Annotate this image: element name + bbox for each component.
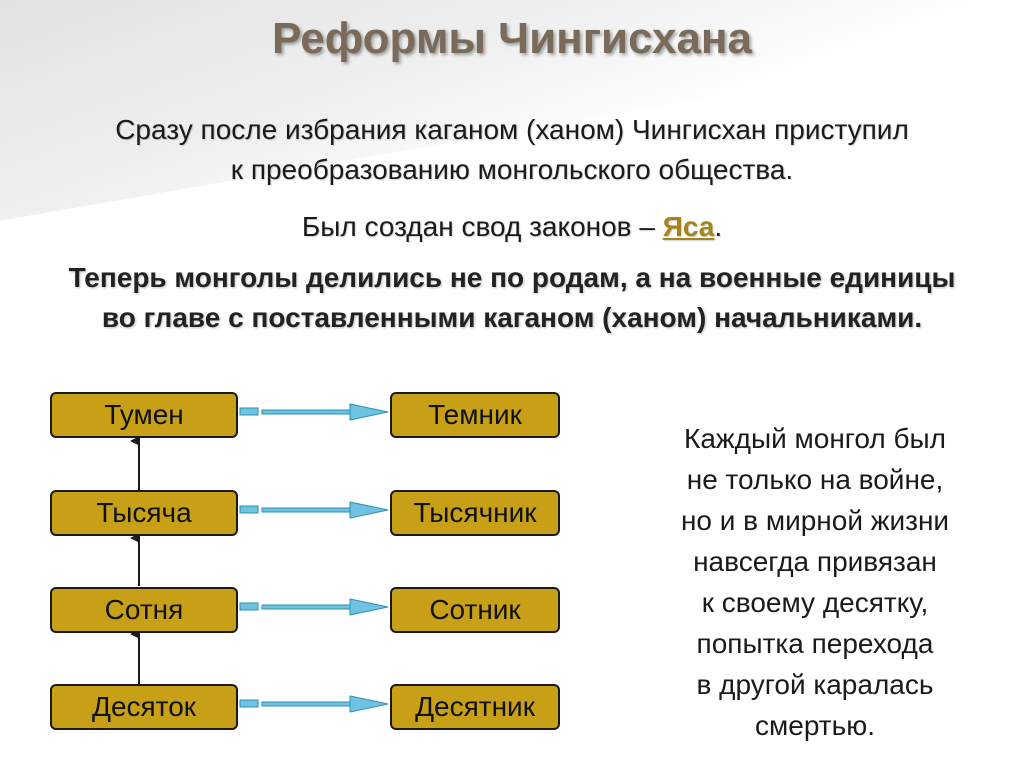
intro-text: Сразу после избрания каганом (ханом) Чин… [0,110,1024,190]
right-arrow-3 [239,598,389,616]
side-note-line: к своему десятку, [701,587,929,618]
division-line-1: Теперь монголы делились не по родам, а н… [68,262,956,293]
right-arrow-1 [239,403,389,421]
yasa-link[interactable]: Яса [662,211,715,242]
intro-line-1: Сразу после избрания каганом (ханом) Чин… [115,114,909,145]
side-note: Каждый монгол был не только на войне, но… [605,418,1024,746]
side-note-line: в другой каралась [696,669,934,700]
side-note-line: Каждый монгол был [684,423,946,454]
leader-box-hundred: Сотник [390,587,560,633]
laws-suffix: . [714,211,723,242]
right-arrow-4 [239,695,389,713]
side-note-line: не только на войне, [686,464,944,495]
unit-box-tumen: Тумен [50,392,238,438]
page-title: Реформы Чингисхана [272,14,752,63]
leader-box-ten: Десятник [390,684,560,730]
right-arrow-2 [239,501,389,519]
side-note-line: смертью. [755,710,875,741]
unit-box-ten: Десяток [50,684,238,730]
division-text: Теперь монголы делились не по родам, а н… [0,258,1024,338]
intro-line-2: к преобразованию монгольского общества. [230,154,794,185]
division-line-2: во главе с поставленными каганом (ханом)… [101,302,923,333]
leader-box-thousand: Тысячник [390,490,560,536]
side-note-line: навсегда привязан [693,546,937,577]
unit-box-hundred: Сотня [50,587,238,633]
laws-text: Был создан свод законов – Яса. [0,207,1024,247]
side-note-line: попытка перехода [696,628,934,659]
unit-box-thousand: Тысяча [50,490,238,536]
side-note-line: но и в мирной жизни [680,505,950,536]
laws-prefix: Был создан свод законов – [301,211,663,242]
leader-box-temnik: Темник [390,392,560,438]
